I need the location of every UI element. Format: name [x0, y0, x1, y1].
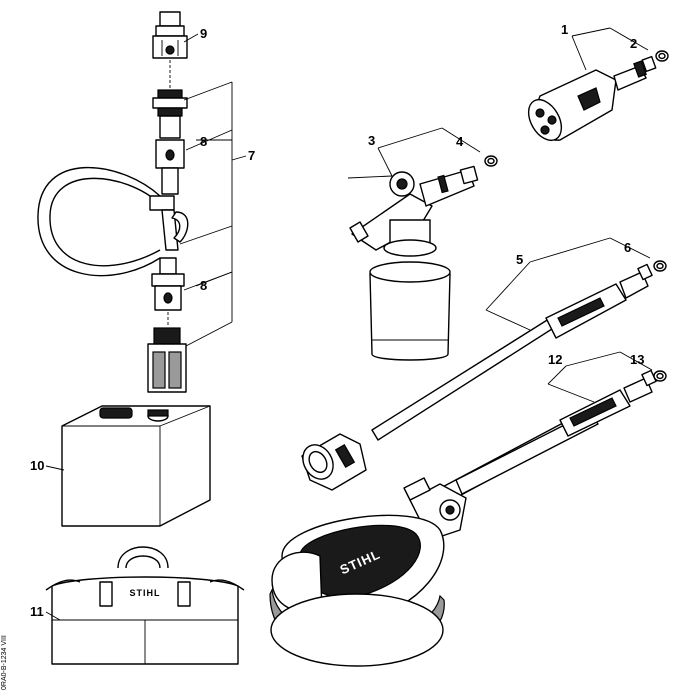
callout-13: 13 — [630, 352, 644, 367]
callout-2: 2 — [630, 36, 637, 51]
part-1-rotary-nozzle — [527, 55, 657, 141]
callout-8-upper: 8 — [200, 134, 207, 149]
part-6-o-ring — [653, 260, 667, 272]
part-8-coupler-lower — [147, 257, 187, 393]
callout-3: 3 — [368, 133, 375, 148]
drawing-code: 0RA0-B-1234 VIII — [1, 635, 8, 690]
bag-brand-label: STIHL — [130, 588, 161, 598]
part-2-o-ring — [655, 50, 669, 62]
callout-1: 1 — [561, 22, 568, 37]
callout-7: 7 — [248, 148, 255, 163]
part-10-detergent-tank — [61, 405, 211, 527]
part-8-coupler-upper — [152, 89, 188, 195]
callout-6: 6 — [624, 240, 631, 255]
part-13-o-ring — [653, 370, 667, 382]
callout-10: 10 — [30, 458, 44, 473]
callout-11: 11 — [30, 604, 44, 619]
callout-5: 5 — [516, 252, 523, 267]
part-9-hose-connector — [152, 11, 188, 59]
part-11-carry-bag: STIHL — [45, 546, 245, 665]
callout-leaders-left — [179, 33, 247, 347]
part-7-garden-hose — [37, 166, 189, 277]
callout-12: 12 — [548, 352, 562, 367]
callout-8-lower: 8 — [200, 278, 207, 293]
part-5-spray-lance — [301, 263, 653, 491]
part-4-o-ring — [484, 155, 498, 167]
callout-4: 4 — [456, 134, 464, 149]
part-3-foam-nozzle — [349, 165, 479, 361]
callout-leaders-right — [347, 27, 653, 403]
callout-leaders-lower-left — [45, 465, 65, 621]
part-12-rotary-wash-brush: STIHL — [269, 369, 657, 667]
callout-9: 9 — [200, 26, 207, 41]
